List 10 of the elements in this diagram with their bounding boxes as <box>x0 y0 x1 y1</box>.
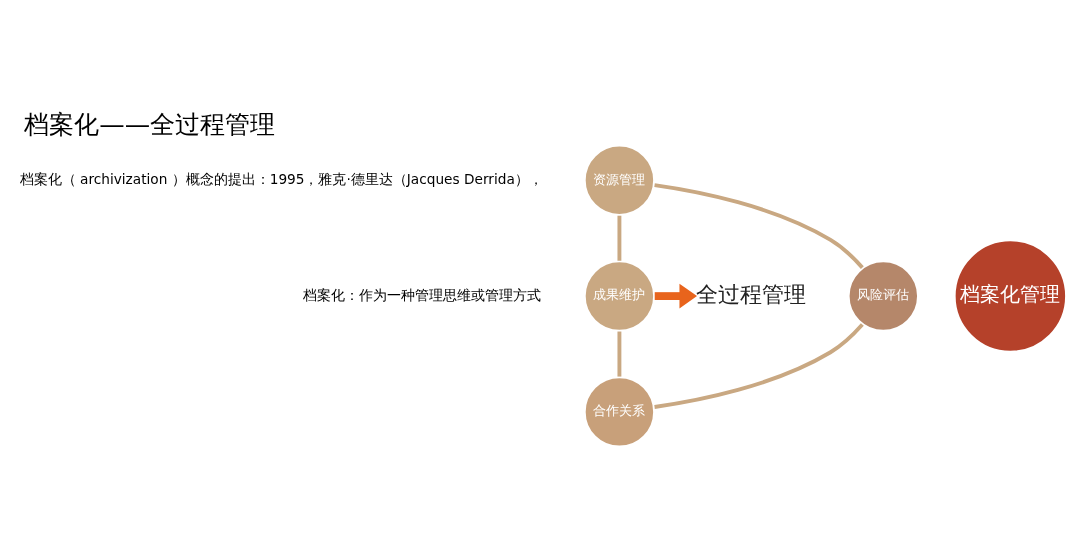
connector <box>617 331 622 377</box>
diagram-title: 档案化——全过程管理 <box>24 108 276 139</box>
arrow <box>654 283 698 308</box>
label: 档案化（ archivization ）概念的提出：1995，雅克·德里达（Jacques Derrida）， <box>19 170 543 187</box>
label: 档案化：作为一种管理思维或管理方式 <box>302 286 541 303</box>
node-text: 全过程管理 <box>696 281 807 307</box>
node-circle: 资源管理 <box>582 143 657 217</box>
connector <box>654 182 864 269</box>
connector <box>654 322 864 409</box>
connector <box>617 215 622 261</box>
